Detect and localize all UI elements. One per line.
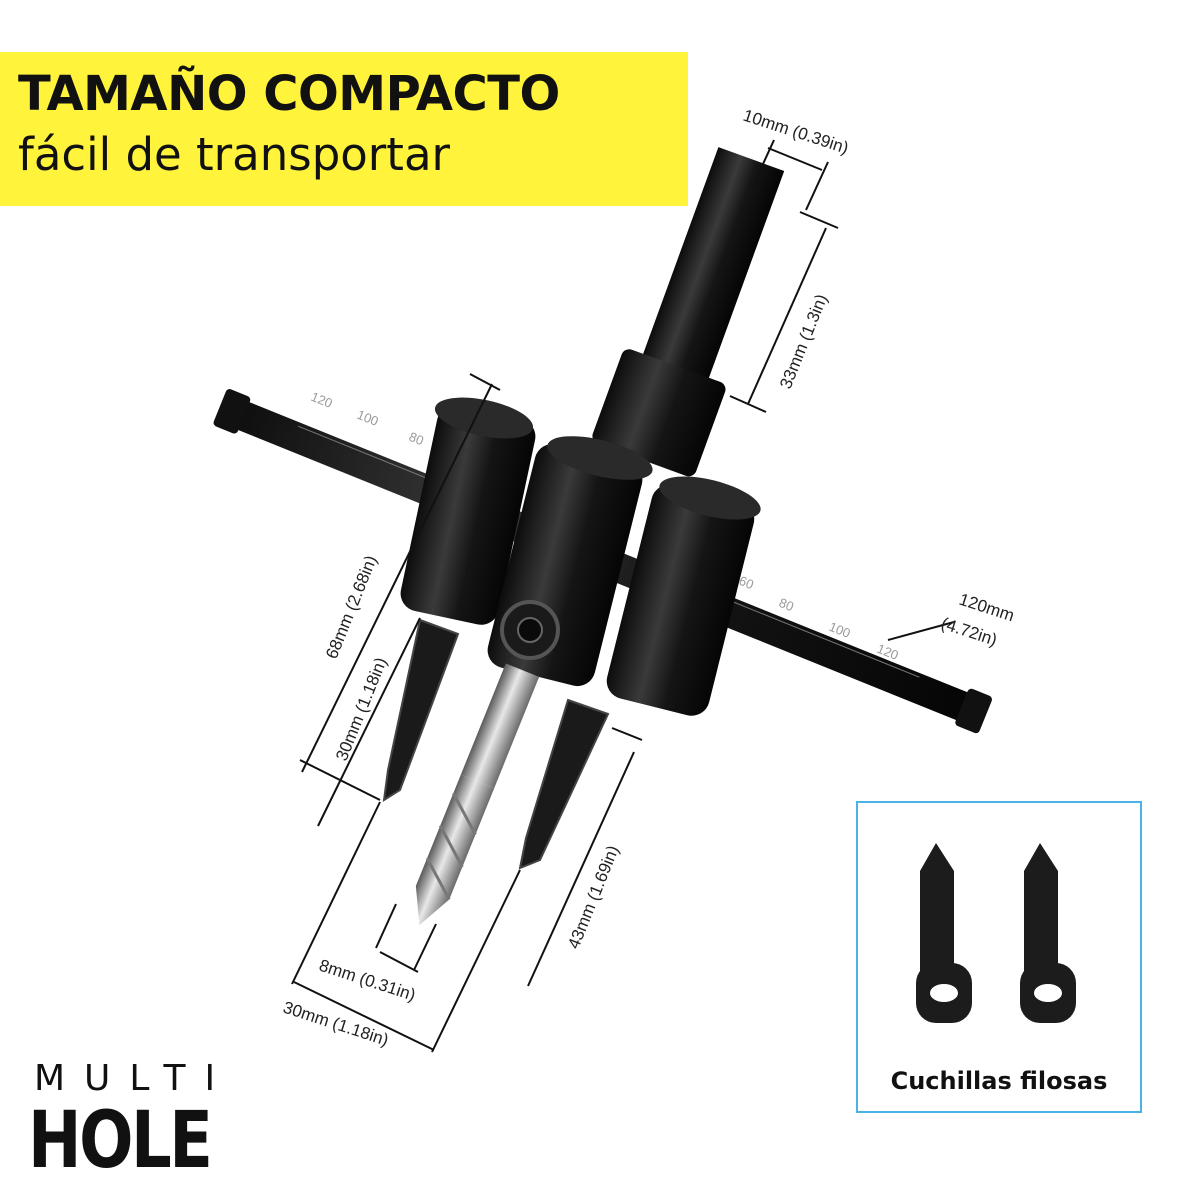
pilot-drill-bit xyxy=(415,663,540,926)
inset-caption: Cuchillas filosas xyxy=(890,1067,1108,1095)
title-banner xyxy=(0,52,688,206)
scale-mark: 60 xyxy=(737,573,756,592)
blades-illustration xyxy=(916,843,1076,1023)
cutting-blade-left xyxy=(382,618,460,802)
scale-mark: 100 xyxy=(355,407,381,429)
dim-shank-length: 33mm (1.3in) xyxy=(776,292,831,392)
scale-mark: 80 xyxy=(777,595,796,614)
dim-blade-length: 30mm (1.18in) xyxy=(332,655,391,764)
dim-blade-span: 30mm (1.18in) xyxy=(281,998,391,1050)
scale-mark: 80 xyxy=(407,429,426,448)
spare-blade-left xyxy=(916,843,972,1023)
center-body xyxy=(487,436,653,687)
blade-holder-right xyxy=(606,476,761,716)
cutting-blade-right xyxy=(518,698,610,870)
dim-shank-width: 10mm (0.39in) xyxy=(741,106,851,158)
replacement-blades-inset: Cuchillas filosas xyxy=(856,801,1142,1113)
dim-drill-protrusion: 43mm (1.69in) xyxy=(564,843,623,952)
banner-subtitle: fácil de transportar xyxy=(18,128,451,181)
brand-multi: MULTI xyxy=(34,1058,235,1099)
dim-holder-height: 68mm (2.68in) xyxy=(322,553,381,662)
hex-shank xyxy=(592,147,785,477)
brand-hole: HOLE xyxy=(28,1096,213,1186)
dim-arm-length-in: (4.72in) xyxy=(939,614,1000,650)
blade-holder-left xyxy=(400,397,536,625)
banner-title: TAMAÑO COMPACTO xyxy=(18,66,560,122)
scale-mark: 120 xyxy=(309,389,335,411)
spare-blade-right xyxy=(1020,843,1076,1023)
